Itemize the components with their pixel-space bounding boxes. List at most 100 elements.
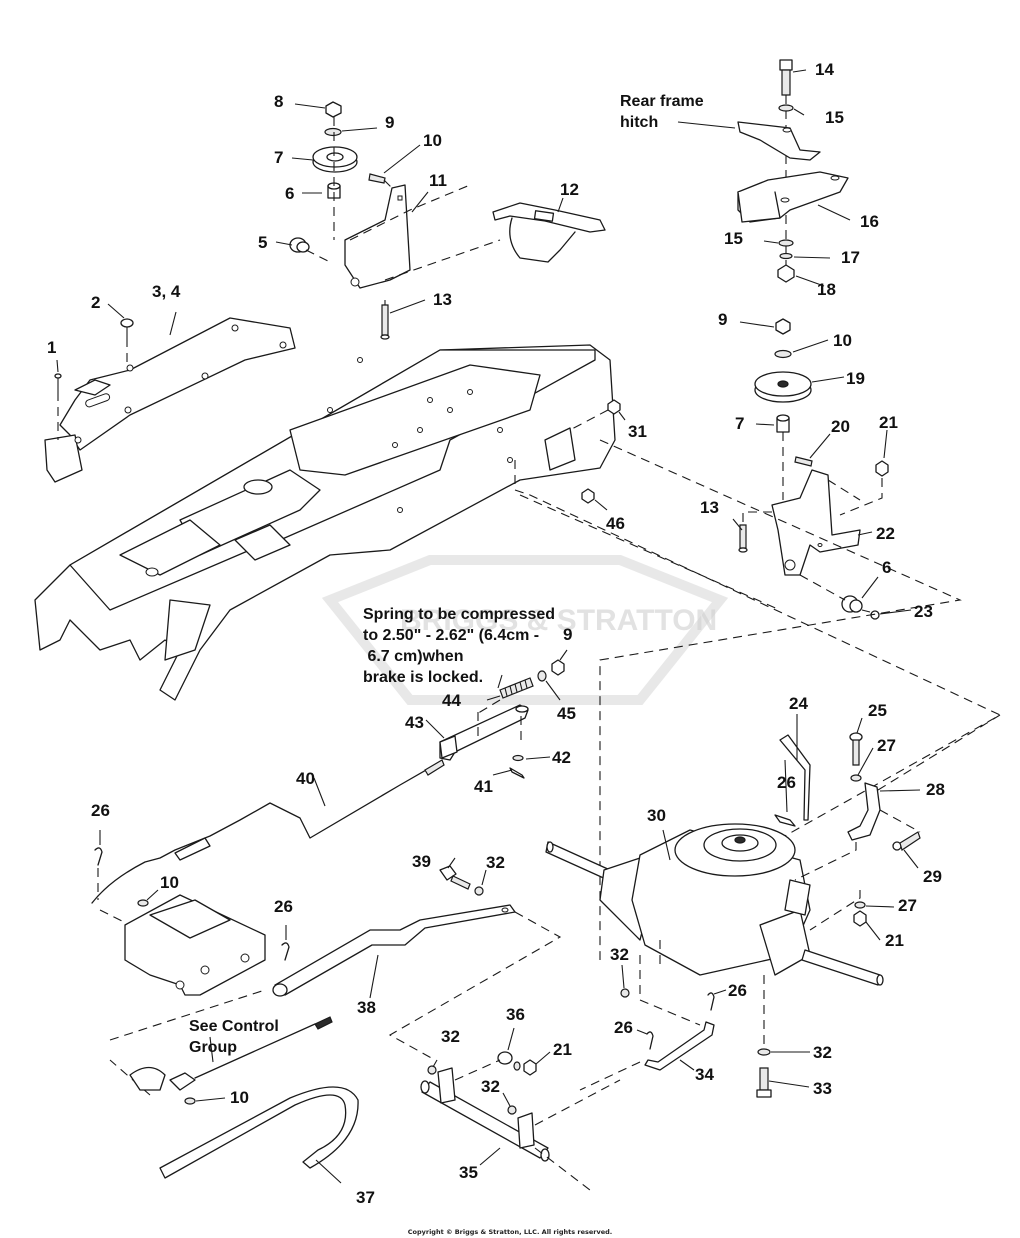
callout-32-shaft-c[interactable]: 32: [481, 1077, 500, 1096]
callout-32-transaxle[interactable]: 32: [610, 945, 629, 964]
callout-6-upper[interactable]: 6: [285, 184, 294, 203]
callout-24[interactable]: 24: [789, 694, 808, 713]
callout-16[interactable]: 16: [860, 212, 879, 231]
bolt-13-right[interactable]: [738, 524, 748, 553]
bolt-20[interactable]: [794, 456, 813, 467]
washer-32-shaft-b[interactable]: [513, 1061, 521, 1071]
flange-nut-31[interactable]: [607, 399, 621, 415]
callout-25[interactable]: 25: [868, 701, 887, 720]
callout-32-arm[interactable]: 32: [486, 853, 505, 872]
washer-45[interactable]: [537, 670, 547, 682]
main-frame[interactable]: [34, 344, 616, 701]
flange-nut-46[interactable]: [581, 488, 595, 504]
callout-44[interactable]: 44: [442, 691, 461, 710]
callout-26-lower-a[interactable]: 26: [728, 981, 747, 1000]
spring-44[interactable]: [499, 677, 534, 699]
callout-10-upper[interactable]: 10: [423, 131, 442, 150]
brake-rod-40[interactable]: [91, 759, 445, 904]
washer-10-right[interactable]: [774, 349, 792, 359]
callout-46[interactable]: 46: [606, 514, 625, 533]
idler-pulley-19[interactable]: [754, 371, 812, 403]
bracket-11[interactable]: [344, 184, 411, 289]
washer-15-upper[interactable]: [778, 104, 794, 112]
callout-18[interactable]: 18: [817, 280, 836, 299]
push-pin-2[interactable]: [120, 318, 134, 365]
callout-22[interactable]: 22: [876, 524, 895, 543]
brake-shaft-35[interactable]: [420, 1067, 550, 1162]
callout-37[interactable]: 37: [356, 1188, 375, 1207]
callout-41[interactable]: 41: [474, 777, 493, 796]
washer-42[interactable]: [512, 754, 524, 762]
washer-32-arm[interactable]: [474, 886, 484, 896]
bolt-14[interactable]: [779, 59, 793, 96]
callout-21-right[interactable]: 21: [879, 413, 898, 432]
panel-3-4[interactable]: [44, 317, 296, 483]
drive-belt-37[interactable]: [159, 1086, 359, 1179]
callout-26-pedal[interactable]: 26: [274, 897, 293, 916]
spacer-7-right[interactable]: [776, 414, 790, 433]
idler-pulley-7-upper[interactable]: [312, 146, 358, 173]
callout-1[interactable]: 1: [47, 338, 56, 357]
washer-27-lower[interactable]: [854, 901, 866, 909]
callout-32-bolt[interactable]: 32: [813, 1043, 832, 1062]
washer-32-transaxle[interactable]: [620, 988, 630, 998]
callout-15-upper[interactable]: 15: [825, 108, 844, 127]
callout-38[interactable]: 38: [357, 998, 376, 1017]
bolt-10-upper[interactable]: [368, 173, 386, 184]
bushing-5[interactable]: [289, 237, 310, 253]
hex-nut-21-shaft[interactable]: [523, 1059, 537, 1076]
callout-42[interactable]: 42: [552, 748, 571, 767]
callout-40[interactable]: 40: [296, 769, 315, 788]
callout-32-shaft-a[interactable]: 32: [441, 1027, 460, 1046]
bolt-29[interactable]: [892, 831, 921, 851]
callout-36[interactable]: 36: [506, 1005, 525, 1024]
callout-9-spring[interactable]: 9: [563, 625, 572, 644]
callout-10-pedal[interactable]: 10: [160, 873, 179, 892]
callout-9-upper[interactable]: 9: [385, 113, 394, 132]
hairpin-26-lower-a[interactable]: [707, 992, 715, 1011]
bolt-25[interactable]: [849, 732, 863, 766]
hex-nut-18[interactable]: [777, 264, 795, 283]
callout-6-right[interactable]: 6: [882, 558, 891, 577]
washer-32-shaft-a[interactable]: [427, 1065, 437, 1075]
brake-cable[interactable]: [129, 1016, 333, 1091]
callout-8[interactable]: 8: [274, 92, 283, 111]
callout-43[interactable]: 43: [405, 713, 424, 732]
washer-10-pedal[interactable]: [137, 899, 149, 907]
bracket-22[interactable]: [771, 469, 861, 576]
brake-link-43[interactable]: [439, 704, 529, 761]
washer-10-cable[interactable]: [184, 1097, 196, 1105]
cotter-pin-41[interactable]: [509, 767, 525, 779]
callout-26-rod[interactable]: 26: [91, 801, 110, 820]
callout-10-right[interactable]: 10: [833, 331, 852, 350]
transaxle-30[interactable]: [545, 823, 884, 986]
callout-30[interactable]: 30: [647, 806, 666, 825]
callout-34[interactable]: 34: [695, 1065, 714, 1084]
callout-11[interactable]: 11: [429, 171, 447, 190]
link-rod-34[interactable]: [644, 1021, 715, 1071]
hairpin-26-shift[interactable]: [774, 814, 796, 827]
callout-26-shift[interactable]: 26: [777, 773, 796, 792]
callout-23[interactable]: 23: [914, 602, 933, 621]
callout-26-lower-b[interactable]: 26: [614, 1018, 633, 1037]
callout-17[interactable]: 17: [841, 248, 860, 267]
callout-5[interactable]: 5: [258, 233, 267, 252]
callout-19[interactable]: 19: [846, 369, 865, 388]
callout-10-cable[interactable]: 10: [230, 1088, 249, 1107]
callout-21-lower[interactable]: 21: [885, 931, 904, 950]
callout-31[interactable]: 31: [628, 422, 647, 441]
callout-3-4[interactable]: 3, 4: [152, 282, 181, 301]
callout-29[interactable]: 29: [923, 867, 942, 886]
callout-13-upper[interactable]: 13: [433, 290, 452, 309]
callout-13-right[interactable]: 13: [700, 498, 719, 517]
callout-7-right[interactable]: 7: [735, 414, 744, 433]
hex-nut-9-spring[interactable]: [551, 659, 565, 676]
shift-rod-24[interactable]: [779, 734, 811, 821]
lock-washer-17[interactable]: [779, 252, 793, 260]
pedal-mount-control-group[interactable]: [124, 894, 266, 996]
hex-nut-21-lower[interactable]: [853, 910, 867, 927]
washer-9-upper[interactable]: [324, 127, 342, 137]
callout-21-shaft[interactable]: 21: [553, 1040, 572, 1059]
callout-20[interactable]: 20: [831, 417, 850, 436]
guard-12[interactable]: [492, 202, 606, 263]
